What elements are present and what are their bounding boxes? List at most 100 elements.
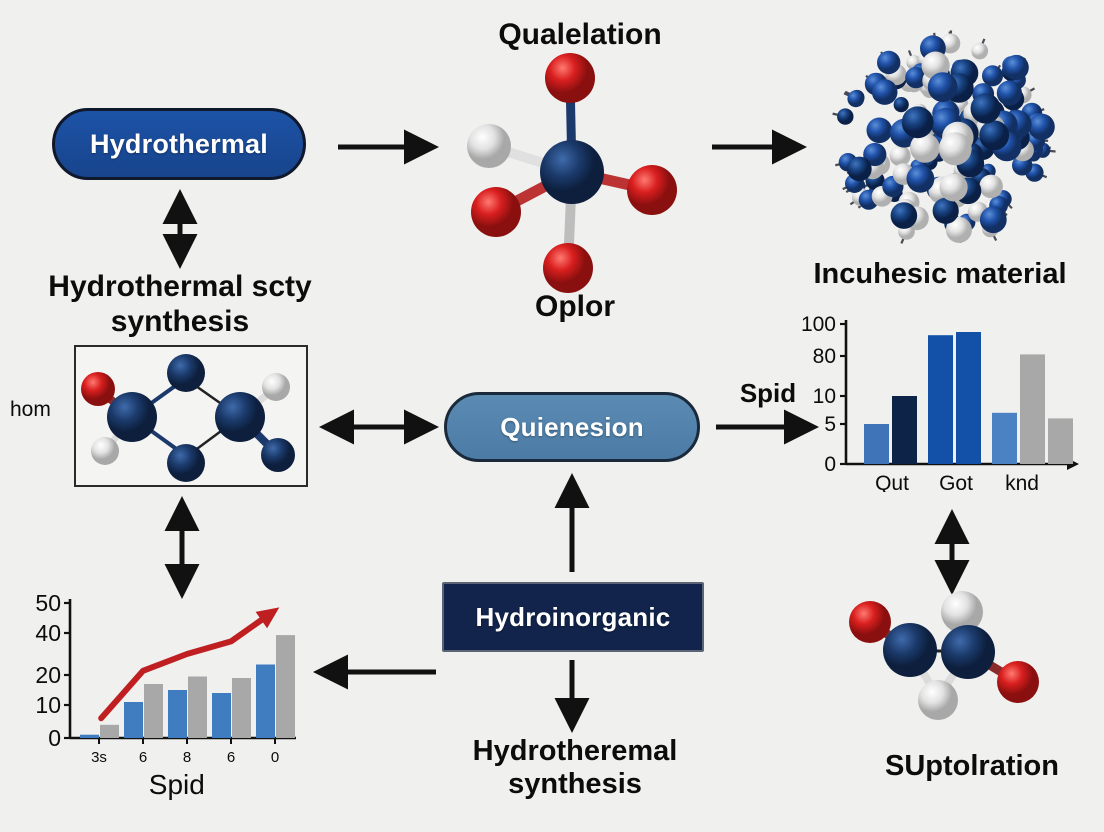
bar-gray <box>276 635 295 738</box>
label-oplor: Oplor <box>535 290 615 323</box>
nanoparticle-sphere <box>927 72 958 102</box>
atom-oxygen-top <box>545 53 595 103</box>
bar <box>892 396 917 464</box>
label-hydrotheremal-line1: Hydrotheremal <box>472 735 678 767</box>
node-hydrothermal[interactable]: Hydrothermal <box>52 108 306 180</box>
atom-oxygen-lower-right <box>997 661 1039 703</box>
atom-oxygen-bottomleft <box>471 187 521 237</box>
bar-blue <box>168 690 187 738</box>
nanoparticle-sphere <box>871 79 898 105</box>
nanoparticle-sphere <box>847 90 865 108</box>
bar <box>1020 354 1045 464</box>
atom-nitrogen-right <box>941 625 995 679</box>
bar <box>956 332 981 464</box>
molecule-qualelation <box>467 53 677 293</box>
atom-nitrogen-left-center <box>107 392 157 442</box>
label-hydrotheremal-synthesis: Hydrotheremal synthesis <box>440 735 710 802</box>
atom-hydrogen-lower-left <box>91 437 119 465</box>
nanoparticle-sphere <box>847 156 872 182</box>
nanoparticle-sphere <box>1028 113 1055 140</box>
nanoparticle-sphere <box>979 120 1010 151</box>
y-tick-label: 100 <box>801 313 836 336</box>
atom-oxygen-upper-left <box>849 601 891 643</box>
atom-nitrogen-lower-right <box>261 438 295 472</box>
x-tick-label: 8 <box>183 749 191 766</box>
nanoparticle-sphere <box>979 174 1003 199</box>
y-tick-label: 0 <box>824 453 836 476</box>
label-suptolration: SUptolration <box>885 750 1059 782</box>
y-tick-label: 5 <box>824 413 836 436</box>
nanoparticle-sphere <box>910 132 940 163</box>
bar-blue <box>212 693 231 738</box>
nanoparticle-sphere <box>863 142 887 167</box>
bar <box>992 412 1017 464</box>
label-hydrothermal-scty-line2: synthesis <box>110 304 250 338</box>
molecule-ring-hom <box>81 354 295 482</box>
bar <box>864 424 889 464</box>
nanoparticle-cluster <box>832 30 1056 244</box>
atom-hydrogen-upper-right <box>262 373 290 401</box>
y-tick-label: 10 <box>35 692 61 718</box>
y-tick-label: 80 <box>813 345 836 368</box>
node-quienesion[interactable]: Quienesion <box>444 392 700 462</box>
x-tick-label: 6 <box>139 749 147 766</box>
nanoparticle-sphere <box>971 42 989 60</box>
bar-gray <box>188 676 207 738</box>
label-spid-arrow: Spid <box>739 378 797 408</box>
nanoparticle-sphere <box>905 66 927 89</box>
nanoparticle-sphere <box>893 97 909 113</box>
bar-blue <box>124 702 143 738</box>
label-hydrothermal-scty-line1: Hydrothermal scty <box>48 270 312 303</box>
nanoparticle-sphere <box>970 93 1001 124</box>
node-hydroinorganic-label: Hydroinorganic <box>475 601 671 632</box>
nanoparticle-sphere <box>889 145 911 167</box>
bar <box>1048 418 1073 464</box>
label-hydrothermal-scty-synthesis: Hydrothermal scty synthesis <box>20 270 340 339</box>
label-hom: hom <box>10 398 51 421</box>
atom-oxygen-bottom <box>543 243 593 293</box>
x-tick-label: Qut <box>875 472 909 492</box>
nanoparticle-sphere <box>866 117 893 144</box>
x-tick-label: knd <box>1005 472 1039 492</box>
bar <box>928 335 953 464</box>
label-incuhesic-material: Incuhesic material <box>813 258 1067 290</box>
node-quienesion-label: Quienesion <box>500 411 644 442</box>
nanoparticle-sphere <box>945 216 972 243</box>
nanoparticle-sphere <box>877 50 901 75</box>
atom-hydrogen-bottom <box>918 680 958 720</box>
y-tick-label: 50 <box>35 590 61 616</box>
nanoparticle-sphere <box>901 106 934 139</box>
atom-center-metal <box>540 140 604 204</box>
label-hydrotheremal-line2: synthesis <box>508 768 642 801</box>
nanoparticle-sphere <box>932 197 959 224</box>
nanoparticle-sphere <box>1003 54 1029 81</box>
bar-gray <box>232 678 251 738</box>
nanoparticle-sphere <box>906 164 935 193</box>
bar-gray <box>144 684 163 738</box>
atom-oxygen-left <box>81 372 115 406</box>
nanoparticle-sphere <box>939 173 968 202</box>
atom-nitrogen-left <box>883 623 937 677</box>
nanoparticle-sphere <box>982 65 1003 87</box>
atom-hydrogen-top <box>941 591 983 633</box>
atom-hydrogen <box>467 124 511 168</box>
nanoparticle-sphere <box>837 108 854 125</box>
y-tick-label: 0 <box>48 725 61 751</box>
trend-line <box>98 609 276 722</box>
nanoparticle-sphere <box>979 206 1007 234</box>
y-tick-label: 20 <box>35 662 61 688</box>
nanoparticle-sphere <box>938 132 972 166</box>
nanoparticle-sphere <box>890 202 918 229</box>
atom-nitrogen-bottom <box>167 444 205 482</box>
nanoparticle-sphere <box>996 80 1022 106</box>
x-axis-label: Spid <box>149 769 205 800</box>
node-hydroinorganic[interactable]: Hydroinorganic <box>442 582 704 652</box>
bar-blue <box>80 734 99 738</box>
bar-blue <box>256 664 275 738</box>
molecule-suptolration <box>849 591 1039 720</box>
node-hydrothermal-label: Hydrothermal <box>90 128 268 159</box>
y-tick-label: 10 <box>813 385 836 408</box>
